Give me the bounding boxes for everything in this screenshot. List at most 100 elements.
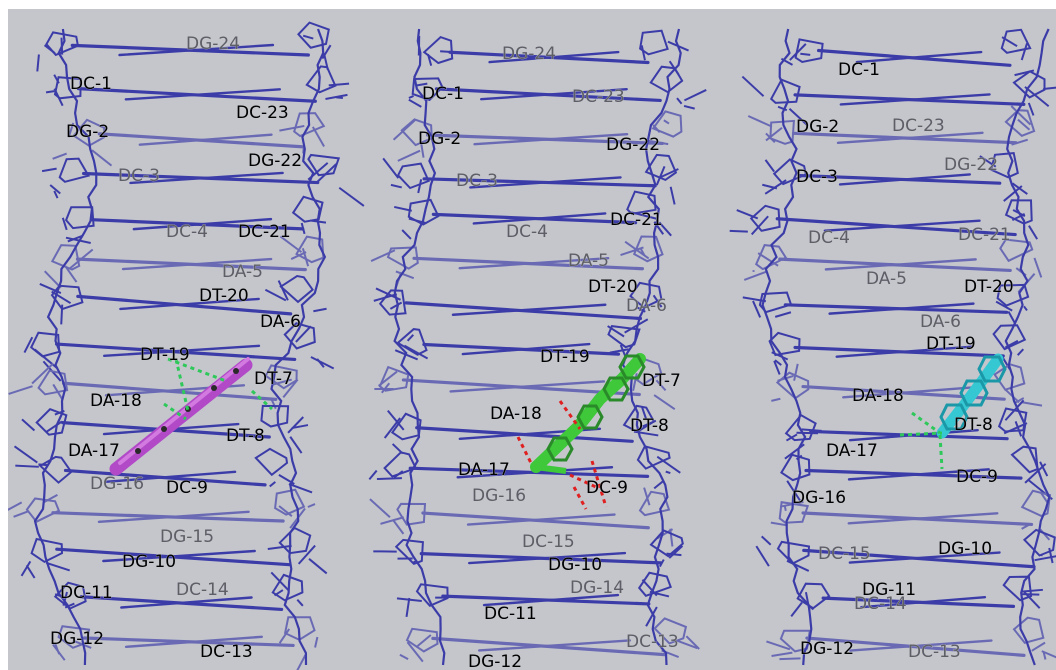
backbone-bond bbox=[796, 431, 819, 435]
backbone-bond bbox=[69, 248, 94, 270]
backbone-bond bbox=[282, 378, 299, 398]
sugar-ring bbox=[264, 364, 298, 390]
sugar-ring bbox=[999, 238, 1034, 263]
backbone-bond bbox=[389, 301, 403, 310]
backbone-bond bbox=[676, 639, 698, 650]
sugar-ring bbox=[649, 65, 684, 94]
sugar-ring bbox=[29, 331, 61, 358]
backbone-bond bbox=[642, 419, 657, 428]
base-pair-rung bbox=[839, 93, 991, 106]
residue-label: DG-10 bbox=[938, 539, 992, 559]
backbone-bond bbox=[270, 571, 290, 591]
base-pair-rung bbox=[121, 257, 273, 271]
backbone-bond bbox=[645, 606, 658, 627]
base-pair-rung bbox=[120, 596, 253, 609]
backbone-bond bbox=[274, 589, 284, 597]
backbone-bond bbox=[290, 251, 307, 260]
residue-label: DA-17 bbox=[826, 441, 878, 461]
backbone-bond bbox=[328, 82, 350, 87]
sugar-ring bbox=[396, 162, 430, 190]
backbone-bond bbox=[1033, 257, 1043, 278]
backbone-bond bbox=[297, 544, 316, 565]
backbone-bond bbox=[52, 643, 66, 661]
backbone-strand bbox=[33, 28, 98, 666]
residue-label: DC-21 bbox=[238, 222, 291, 242]
backbone-bond bbox=[669, 186, 676, 205]
backbone-bond bbox=[765, 132, 776, 143]
residue-label: DG-12 bbox=[468, 652, 522, 670]
residue-label: DC-15 bbox=[522, 532, 575, 552]
base-pair-rung bbox=[119, 297, 260, 311]
residue-label: DA-18 bbox=[490, 404, 542, 424]
backbone-bond bbox=[669, 528, 674, 547]
backbone-bond bbox=[21, 418, 36, 432]
residue-label: DG-16 bbox=[90, 474, 144, 494]
backbone-bond bbox=[310, 356, 335, 370]
backbone-bond bbox=[632, 373, 638, 391]
hydrogen-bonds bbox=[516, 400, 608, 510]
backbone-bond bbox=[656, 528, 674, 540]
backbone-bond bbox=[325, 93, 348, 101]
backbone-bond bbox=[1001, 36, 1018, 48]
backbone-bond bbox=[786, 480, 801, 501]
base-pair-rung bbox=[104, 470, 237, 484]
residue-label: DT-8 bbox=[630, 416, 669, 436]
backbone-bond bbox=[53, 190, 59, 199]
backbone-bond bbox=[369, 498, 391, 519]
sugar-ring bbox=[778, 501, 810, 524]
sugar-ring bbox=[1010, 445, 1039, 474]
sugar-ring bbox=[58, 157, 91, 183]
residue-label: DC-4 bbox=[166, 222, 208, 242]
backbone-bond bbox=[8, 385, 33, 395]
backbone-bond bbox=[655, 379, 667, 392]
sugar-ring bbox=[632, 235, 664, 263]
residue-label: DA-6 bbox=[920, 312, 961, 332]
backbone-bond bbox=[291, 424, 309, 430]
residue-label: DC-1 bbox=[70, 74, 112, 94]
base-pair-rung bbox=[842, 386, 976, 399]
backbone-bond bbox=[788, 108, 809, 127]
residue-label: DC-13 bbox=[626, 632, 679, 652]
base-pair-rung bbox=[855, 50, 983, 64]
backbone-bond bbox=[393, 205, 412, 212]
backbone-bond bbox=[770, 521, 788, 527]
backbone-bond bbox=[800, 52, 811, 56]
base-pair-rung bbox=[847, 468, 990, 481]
backbone-bond bbox=[378, 370, 398, 387]
backbone-bond bbox=[779, 657, 801, 661]
base-pair-rung bbox=[449, 380, 606, 393]
backbone-bond bbox=[302, 34, 314, 40]
residue-label: DG-16 bbox=[792, 488, 846, 508]
backbone-bond bbox=[308, 558, 328, 575]
backbone-bond bbox=[641, 406, 648, 420]
backbone-bond bbox=[750, 215, 769, 236]
backbone-bond bbox=[639, 247, 646, 256]
backbone-bond bbox=[316, 358, 325, 368]
backbone-bond bbox=[1024, 463, 1047, 484]
hydrogen-bonds bbox=[163, 357, 274, 421]
residue-label: DA-18 bbox=[90, 391, 142, 411]
base-pair-rung bbox=[132, 217, 273, 231]
sugar-ring bbox=[775, 371, 810, 400]
residue-label: DC-14 bbox=[854, 594, 907, 614]
sugar-ring bbox=[305, 65, 337, 94]
sugar-ring bbox=[644, 153, 678, 182]
backbone-bond bbox=[405, 597, 411, 618]
base-pair-rung bbox=[836, 131, 984, 145]
residue-label: DT-8 bbox=[226, 426, 265, 446]
residue-label: DC-3 bbox=[796, 167, 838, 187]
backbone-bond bbox=[1034, 555, 1056, 562]
backbone-bond bbox=[1022, 593, 1040, 596]
sugar-ring bbox=[283, 616, 316, 641]
hydrogen-bonds bbox=[899, 411, 944, 470]
backbone-bond bbox=[789, 43, 807, 61]
residue-label: DT-19 bbox=[540, 347, 590, 367]
sugar-ring bbox=[50, 244, 81, 271]
backbone-bond bbox=[1048, 547, 1054, 564]
backbone-bond bbox=[62, 591, 68, 606]
backbone-bond bbox=[668, 545, 684, 559]
backbone-bond bbox=[658, 221, 672, 237]
backbone-bond bbox=[771, 397, 781, 402]
residue-label: DT-20 bbox=[964, 277, 1014, 297]
backbone-bond bbox=[643, 487, 651, 506]
